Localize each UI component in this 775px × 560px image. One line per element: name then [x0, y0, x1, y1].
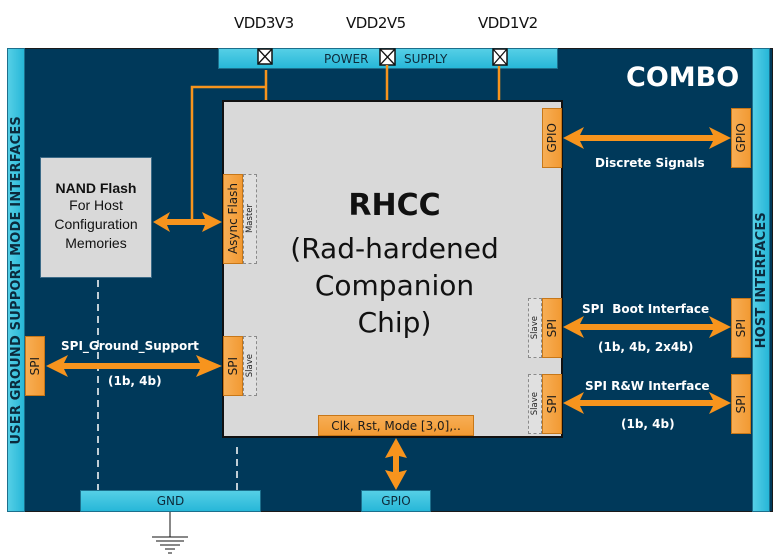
link-ground-support-name: SPI_Ground_Support: [61, 339, 199, 353]
control-port-label: Clk, Rst, Mode [3,0],..: [331, 418, 461, 433]
chip-spi-rw-slave-tag: Slave: [528, 374, 542, 434]
arrow-discrete-signals: [563, 127, 731, 149]
arrow-control-gpio: [385, 438, 407, 490]
chip-gpio-port: GPIO: [542, 108, 562, 168]
host-interfaces-bar: HOST INTERFACES: [752, 48, 770, 512]
gnd-bar: GND: [80, 490, 261, 512]
async-flash-port: Async Flash: [223, 174, 243, 264]
arrow-spi-boot: [563, 316, 731, 338]
chip-spi-boot-port: SPI: [542, 298, 562, 358]
supply-label-vdd1v2: VDD1V2: [478, 14, 538, 32]
power-supply-label-right: SUPPLY: [404, 52, 448, 66]
chip-title: RHCC: [348, 188, 441, 223]
chip-spi-boot-slave-tag: Slave: [528, 298, 542, 358]
nand-line-2: Configuration: [54, 216, 138, 232]
chip-spi-ground-port: SPI: [223, 336, 243, 396]
ext-spi-ground-port: SPI: [25, 336, 45, 396]
rhcc-chip: RHCC (Rad-hardened Companion Chip): [222, 100, 563, 438]
chip-subtitle-line-2: Companion: [314, 269, 475, 302]
arrow-spi-rw: [563, 392, 731, 414]
rail-vdd3v3-nand: [190, 85, 266, 222]
nand-line-3: Memories: [65, 235, 127, 251]
gpio-bar-label: GPIO: [381, 494, 411, 508]
supply-pin-vdd3v3: [257, 48, 273, 65]
link-ground-support-modes: (1b, 4b): [108, 374, 162, 388]
ext-spi-boot-port: SPI: [731, 298, 751, 358]
link-spi-rw-modes: (1b, 4b): [621, 417, 675, 431]
master-tag: Master: [243, 174, 257, 264]
link-spi-boot-modes: (1b, 4b, 2x4b): [598, 340, 694, 354]
ground-support-interfaces-bar: USER GROUND SUPPORT MODE INTERFACES: [7, 48, 25, 512]
ground-symbol-icon: [152, 512, 188, 554]
supply-label-vdd2v5: VDD2V5: [346, 14, 406, 32]
gpio-bar: GPIO: [361, 490, 431, 512]
nand-title: NAND Flash: [55, 180, 137, 196]
supply-pin-vdd1v2: [492, 48, 508, 66]
gnd-bar-label: GND: [156, 494, 185, 508]
combo-title: COMBO: [626, 62, 740, 93]
link-discrete-signals-name: Discrete Signals: [595, 156, 705, 170]
chip-subtitle-line-1: (Rad-hardened: [290, 232, 499, 265]
nand-line-1: For Host: [69, 197, 123, 213]
link-spi-boot-name: SPI Boot Interface: [582, 302, 710, 316]
chip-spi-ground-slave-tag: Slave: [243, 336, 257, 396]
arrow-nand-async-flash: [153, 212, 222, 232]
chip-spi-rw-port: SPI: [542, 374, 562, 434]
link-spi-rw-name: SPI R&W Interface: [585, 379, 710, 393]
chip-subtitle-line-3: Chip): [357, 306, 432, 339]
supply-label-vdd3v3: VDD3V3: [234, 14, 294, 32]
power-supply-label-left: POWER: [324, 52, 369, 66]
ext-gpio-host-port: GPIO: [731, 108, 751, 168]
ext-spi-rw-port: SPI: [731, 374, 751, 434]
control-port: Clk, Rst, Mode [3,0],..: [318, 415, 474, 436]
nand-flash-block: NAND Flash For Host Configuration Memori…: [40, 157, 152, 278]
chip-subtitle: (Rad-hardened Companion Chip): [224, 230, 565, 341]
arrow-spi-ground-support: [46, 355, 222, 377]
